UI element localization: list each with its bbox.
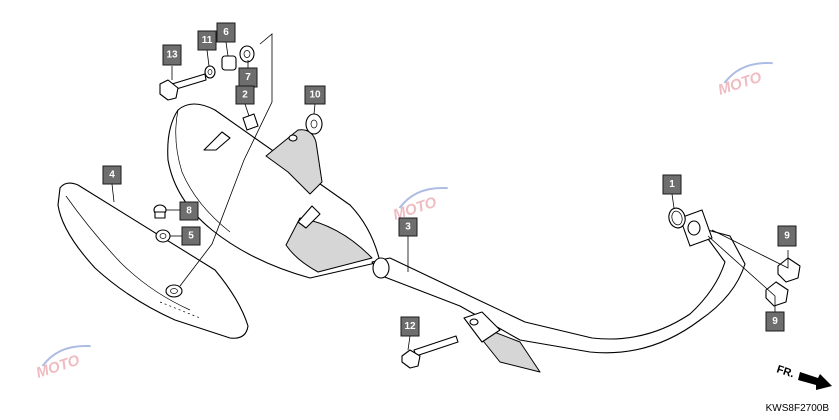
exhaust-pipe	[371, 209, 746, 373]
svg-text:5: 5	[188, 231, 194, 242]
watermark-top-right: MOTO	[716, 61, 773, 99]
bolt-12	[401, 335, 459, 369]
svg-text:FR.: FR.	[775, 363, 796, 380]
svg-text:8: 8	[186, 206, 192, 217]
svg-text:13: 13	[166, 50, 178, 61]
svg-text:6: 6	[223, 27, 229, 38]
washer-10	[305, 113, 323, 135]
svg-text:9: 9	[772, 316, 778, 327]
svg-text:10: 10	[309, 90, 321, 101]
muffler	[167, 103, 381, 279]
svg-text:3: 3	[405, 222, 411, 233]
svg-text:4: 4	[109, 170, 115, 181]
callout-10: 10	[304, 85, 326, 105]
washer-11	[204, 65, 216, 79]
callout-13: 13	[162, 44, 182, 66]
svg-text:11: 11	[202, 35, 213, 46]
callout-2: 2	[235, 85, 255, 105]
callout-12: 12	[400, 316, 420, 337]
leader-lines	[111, 33, 789, 351]
bolt-8	[153, 204, 167, 219]
diagram-code: KWS8F2700B	[765, 403, 829, 414]
svg-text:1: 1	[669, 179, 675, 190]
callout-9-lower: 9	[765, 311, 785, 332]
svg-text:7: 7	[245, 72, 251, 83]
callout-1: 1	[662, 174, 682, 195]
nut-9-upper	[777, 257, 801, 283]
callout-7: 7	[238, 67, 258, 88]
callout-11: 11	[197, 30, 217, 51]
gasket-1	[668, 207, 686, 229]
callout-3: 3	[398, 217, 418, 237]
svg-text:MOTO: MOTO	[716, 69, 764, 99]
callout-8: 8	[179, 201, 199, 221]
callout-9-upper: 9	[777, 225, 797, 247]
heat-shield	[57, 182, 249, 339]
callout-4: 4	[102, 165, 122, 185]
washer-5	[155, 229, 171, 243]
collar-6	[221, 55, 237, 71]
svg-text:2: 2	[242, 90, 248, 101]
watermark-bottom-left: MOTO	[34, 344, 91, 382]
svg-text:MOTO: MOTO	[34, 352, 82, 382]
grommet-7	[239, 45, 255, 63]
callout-5: 5	[181, 226, 201, 246]
bolt-13	[159, 73, 207, 101]
front-direction-marker: FR.	[775, 363, 832, 390]
nut-9-lower	[765, 281, 789, 307]
svg-text:12: 12	[404, 321, 416, 332]
callout-6: 6	[216, 22, 236, 43]
front-arrow-icon	[798, 372, 832, 390]
svg-text:9: 9	[784, 231, 790, 242]
